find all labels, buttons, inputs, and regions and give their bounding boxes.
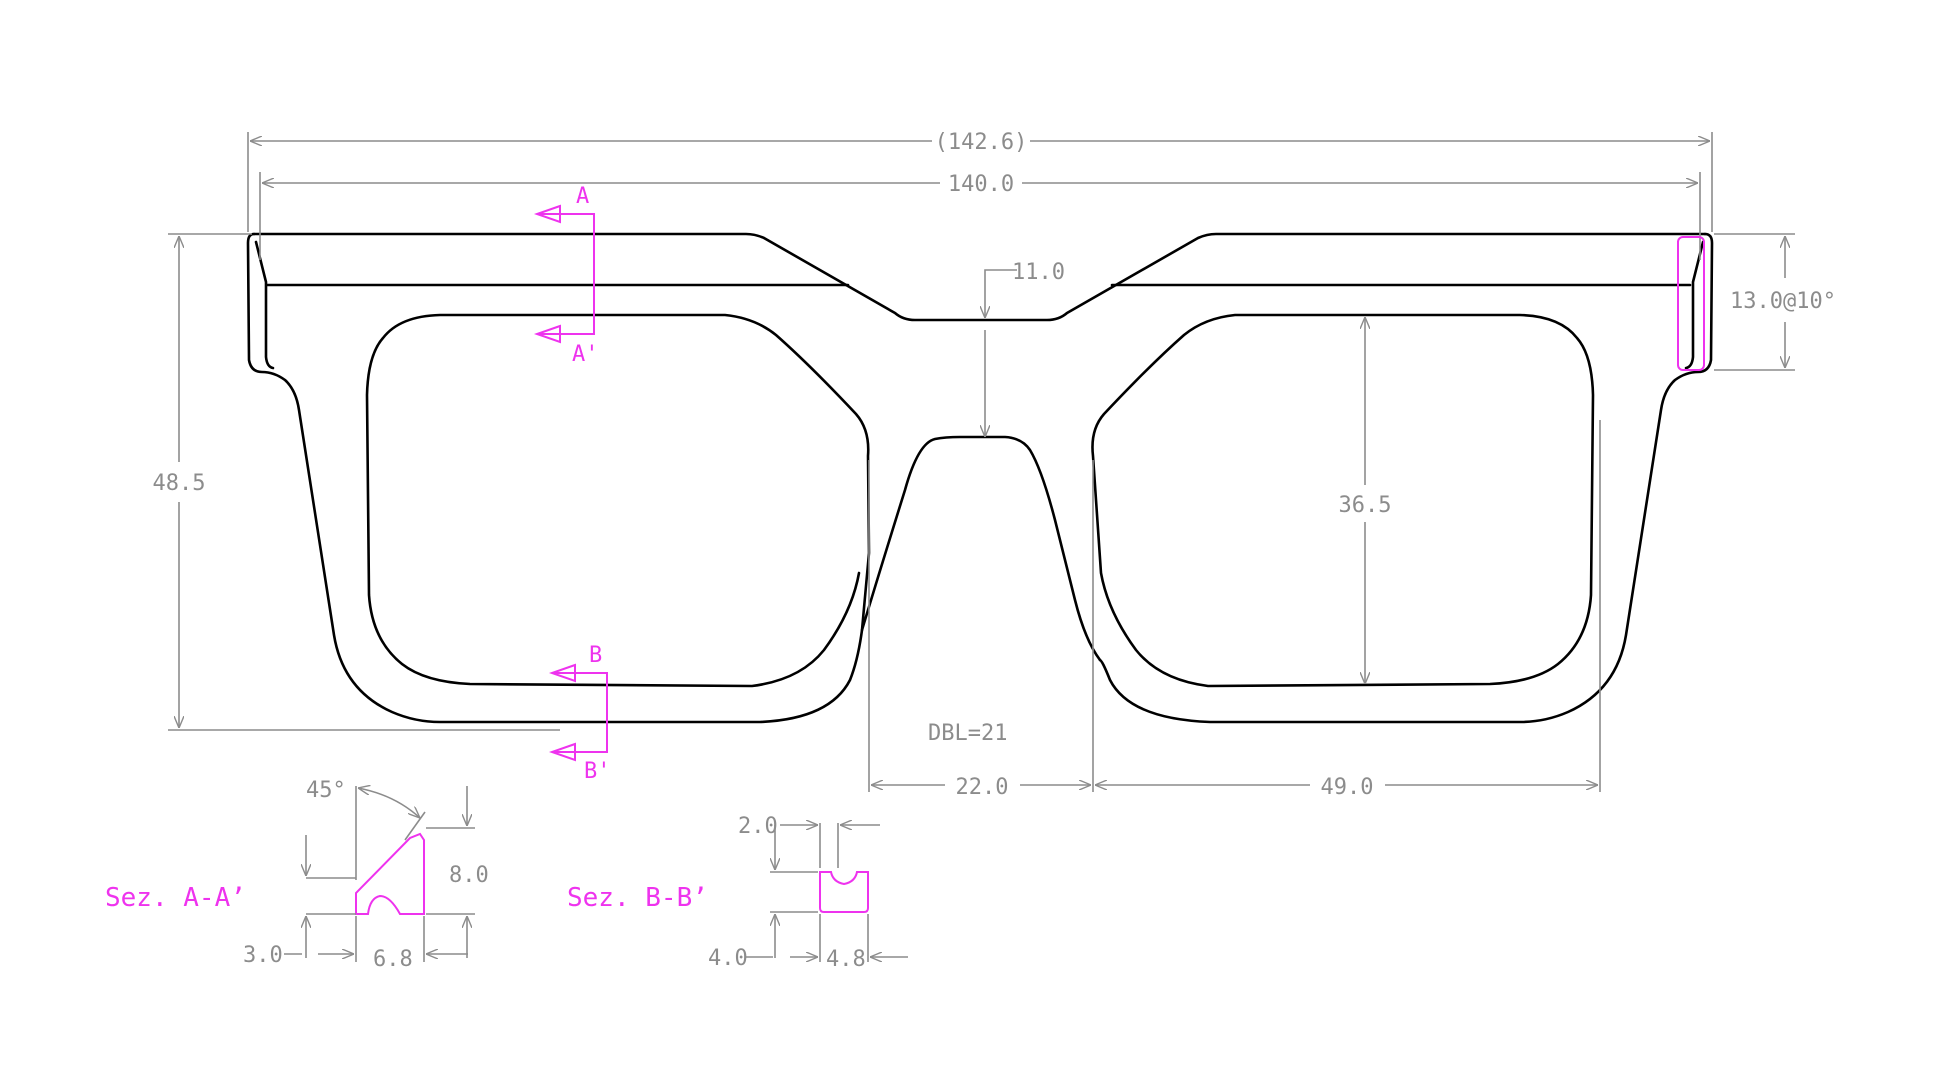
section-bb-top: 2.0 — [738, 814, 778, 839]
section-aa-profile — [355, 832, 425, 915]
end-piece-left — [246, 232, 871, 724]
section-bb-title: Sez. B-B’ — [567, 883, 708, 913]
marker-b: B — [589, 643, 602, 668]
section-bb-base: 4.0 — [708, 946, 748, 971]
dim-dbl: DBL=21 — [928, 721, 1007, 746]
end-piece-left-inner — [254, 240, 275, 370]
frame-top-bar — [252, 232, 1707, 322]
dimensions: (142.6) 140.0 48.5 11.0 36.5 13.0@10° DB… — [153, 130, 1836, 800]
dim-overall-width: (142.6) — [935, 130, 1028, 155]
section-aa-width: 6.8 — [373, 947, 413, 972]
marker-a-prime: A' — [572, 342, 599, 367]
dim-frame-height: 48.5 — [153, 471, 206, 496]
end-piece-right — [1091, 232, 1714, 724]
nose-bridge — [860, 435, 1102, 662]
end-piece-highlight — [1677, 236, 1705, 371]
section-aa-base: 3.0 — [243, 943, 283, 968]
section-bb-width: 4.8 — [826, 947, 866, 972]
dim-lens-width: 49.0 — [1321, 775, 1374, 800]
section-bb: Sez. B-B’ 2.0 4.0 4.8 — [567, 814, 908, 972]
end-piece-right-inner — [1684, 240, 1705, 370]
dim-bridge-width: 22.0 — [956, 775, 1009, 800]
section-aa-title: Sez. A-A’ — [105, 883, 246, 913]
marker-b-prime: B' — [584, 759, 611, 784]
dim-frame-width: 140.0 — [948, 172, 1014, 197]
dim-end-piece: 13.0@10° — [1730, 289, 1836, 314]
section-aa-angle: 45° — [306, 778, 346, 803]
dim-bridge-height: 11.0 — [1012, 260, 1065, 285]
marker-a: A — [576, 184, 589, 209]
section-aa: Sez. A-A’ 45° 8.0 3.0 6.8 — [105, 778, 489, 972]
dim-lens-height: 36.5 — [1339, 493, 1392, 518]
section-markers: A A' B B' — [533, 184, 1705, 784]
section-aa-height: 8.0 — [449, 863, 489, 888]
section-bb-profile — [819, 871, 869, 913]
frame-front — [246, 232, 1714, 724]
